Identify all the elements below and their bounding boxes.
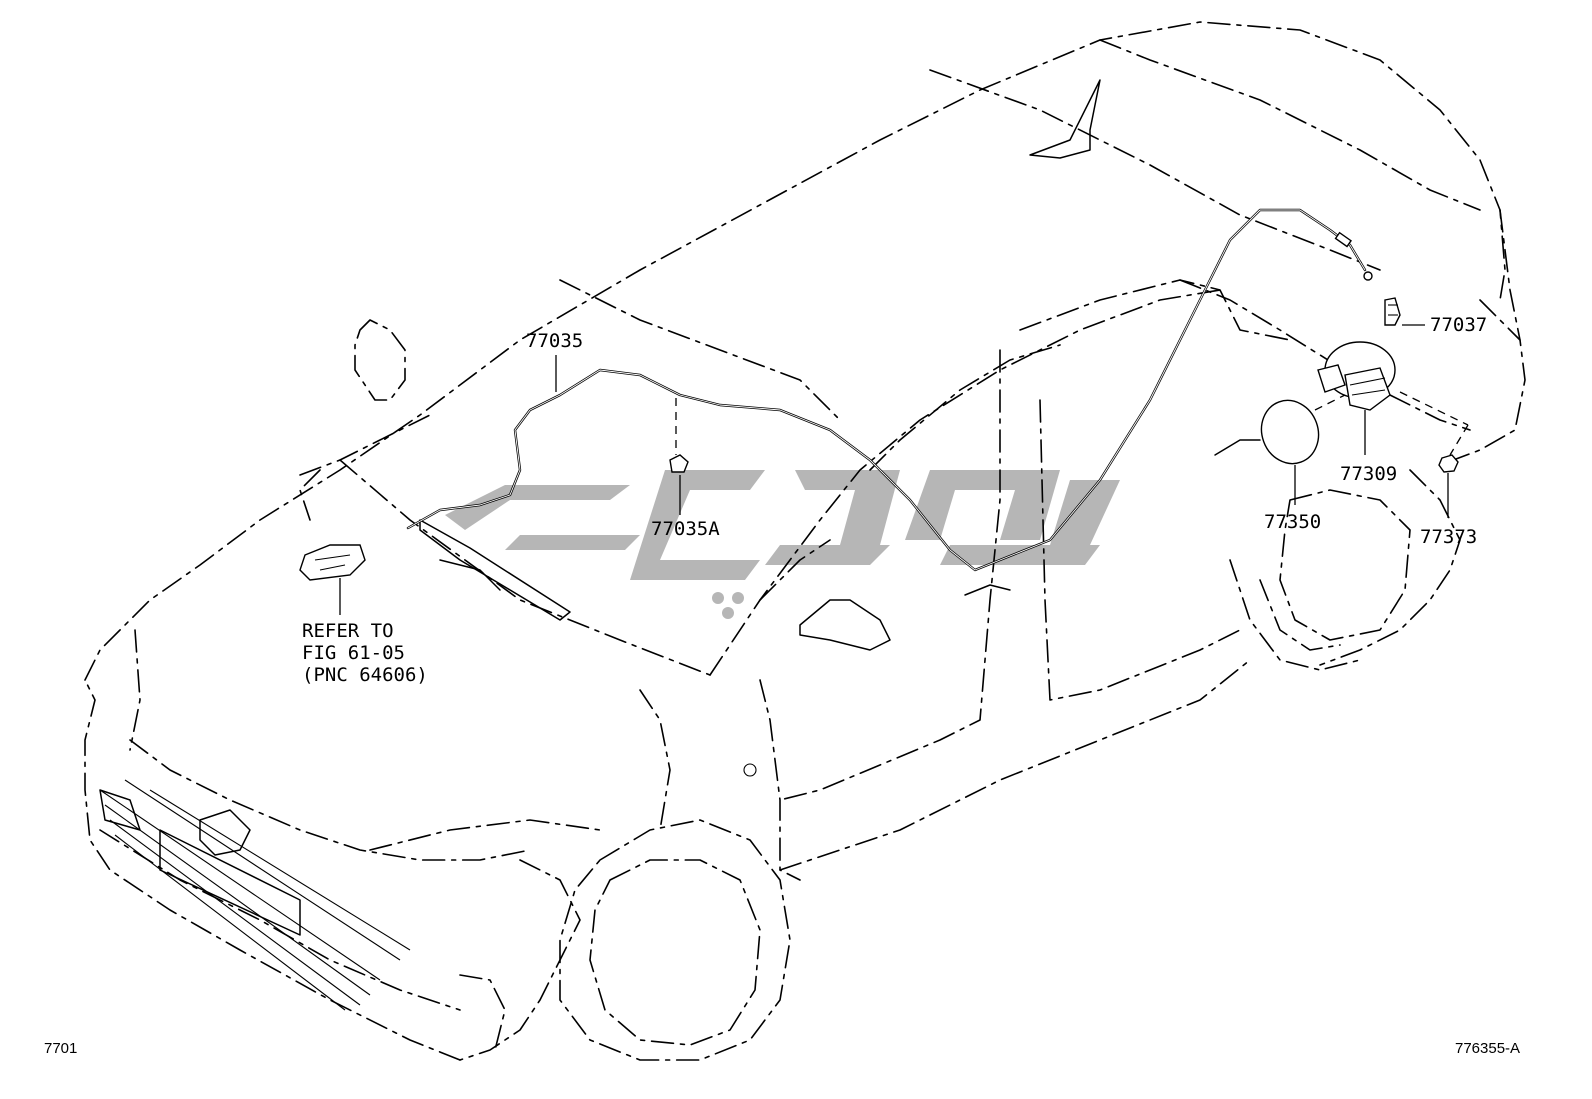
reference-note-line: (PNC 64606) [302, 664, 428, 686]
fuel-lid-opener-cable [406, 208, 1373, 572]
reference-note: REFER TO FIG 61-05 (PNC 64606) [302, 620, 428, 686]
nut-77373 [1399, 391, 1469, 518]
callout-77037: 77037 [1430, 314, 1488, 336]
callout-77373: 77373 [1420, 526, 1478, 548]
callout-77035: 77035 [526, 330, 584, 352]
front-grille [99, 779, 411, 1011]
callout-77035a: 77035A [651, 518, 720, 540]
reference-note-line: REFER TO [302, 620, 394, 642]
figure-number: 7701 [44, 1040, 78, 1057]
fuel-filler-housing-77309 [1317, 341, 1396, 455]
cable-clamp-77035A [669, 398, 689, 515]
callout-77350: 77350 [1264, 511, 1322, 533]
fuel-lid-lock-77037 [1384, 297, 1425, 326]
watermark-logo [445, 470, 1120, 619]
reference-note-line: FIG 61-05 [302, 642, 405, 664]
fuel-lid-77350 [1260, 394, 1346, 505]
callout-77309: 77309 [1340, 463, 1398, 485]
vehicle-outline [84, 21, 1526, 1061]
illustration-code: 776355-A [1455, 1040, 1521, 1057]
hood-lock-release-part [299, 544, 366, 615]
